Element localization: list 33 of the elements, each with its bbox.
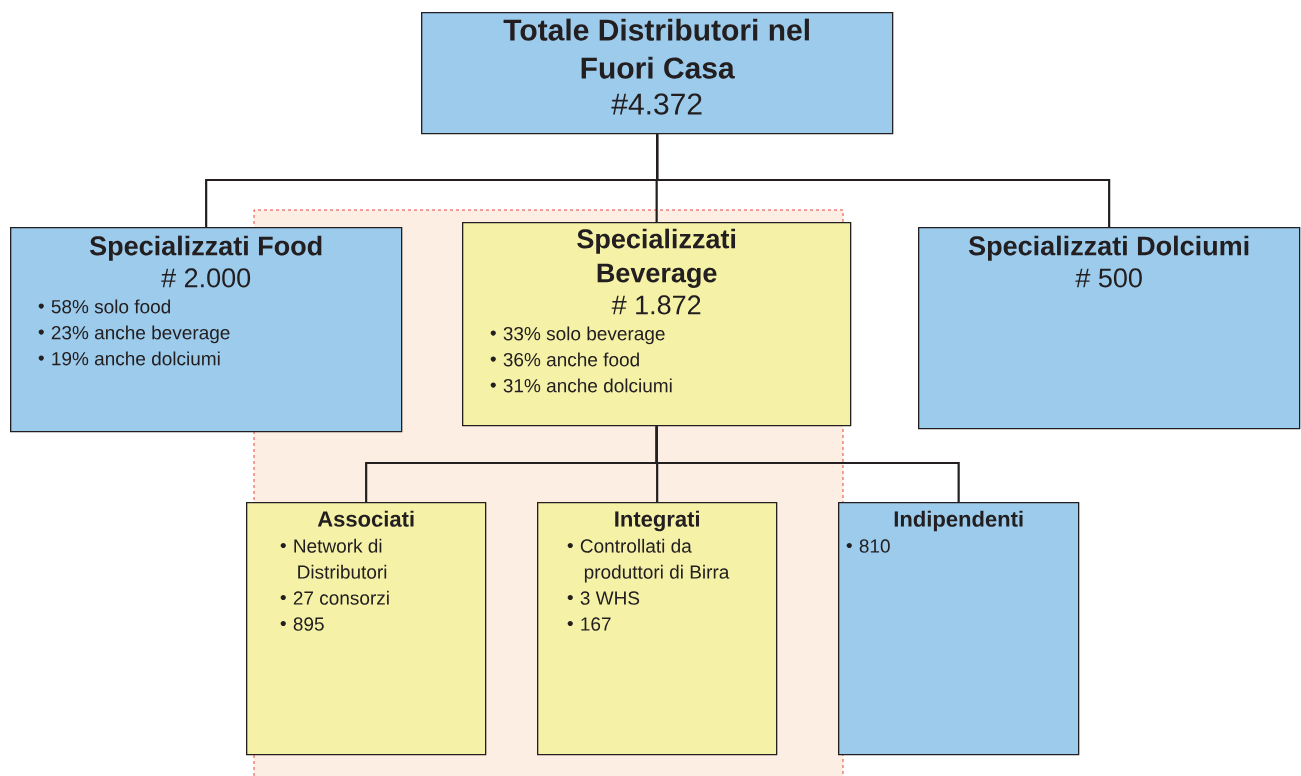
- category-box: [421, 12, 894, 135]
- box-title: Specializzati Beverage: [577, 228, 736, 288]
- bullet-text: 895: [293, 617, 324, 631]
- bullet-text: 31% anche dolciumi: [503, 378, 672, 393]
- bullet-text: 36% anche food: [503, 352, 639, 367]
- bullet-text: 167: [581, 617, 611, 631]
- bullet-text: 58% solo food: [51, 299, 170, 314]
- bullet-text: 3 WHS: [580, 591, 640, 605]
- box-title: Associati: [317, 510, 414, 527]
- count-text: # 500: [1075, 268, 1142, 288]
- count-text: # 2.000: [161, 268, 251, 288]
- box-title: Specializzati Dolciumi: [968, 235, 1249, 261]
- connector-line: [655, 426, 960, 502]
- count-text: #4.372: [611, 93, 702, 115]
- category-box: [10, 227, 403, 433]
- bullet-text: Network di Distributori: [294, 538, 387, 579]
- bullet-text: 27 consorzi: [293, 590, 389, 605]
- bullet-text: 33% solo beverage: [503, 326, 665, 345]
- category-box: [462, 222, 852, 427]
- box-title: Indipendenti: [894, 510, 1023, 532]
- subcategory-box: [537, 502, 778, 756]
- count-text: # 1.872: [611, 295, 701, 315]
- box-title: Totale Distributori nel Fuori Casa: [503, 18, 809, 79]
- bullet-text: Controllati da produttori di Birra: [580, 538, 730, 583]
- category-box: [918, 227, 1301, 430]
- connector-line: [656, 134, 1111, 227]
- subcategory-box: [246, 502, 487, 756]
- box-title: Specializzati Food: [89, 235, 322, 261]
- subcategory-box: [838, 502, 1080, 756]
- box-title: Integrati: [615, 510, 699, 532]
- bullet-text: 810: [859, 539, 890, 553]
- bullet-text: 19% anche dolciumi: [52, 351, 220, 366]
- bullet-text: 23% anche beverage: [51, 325, 230, 344]
